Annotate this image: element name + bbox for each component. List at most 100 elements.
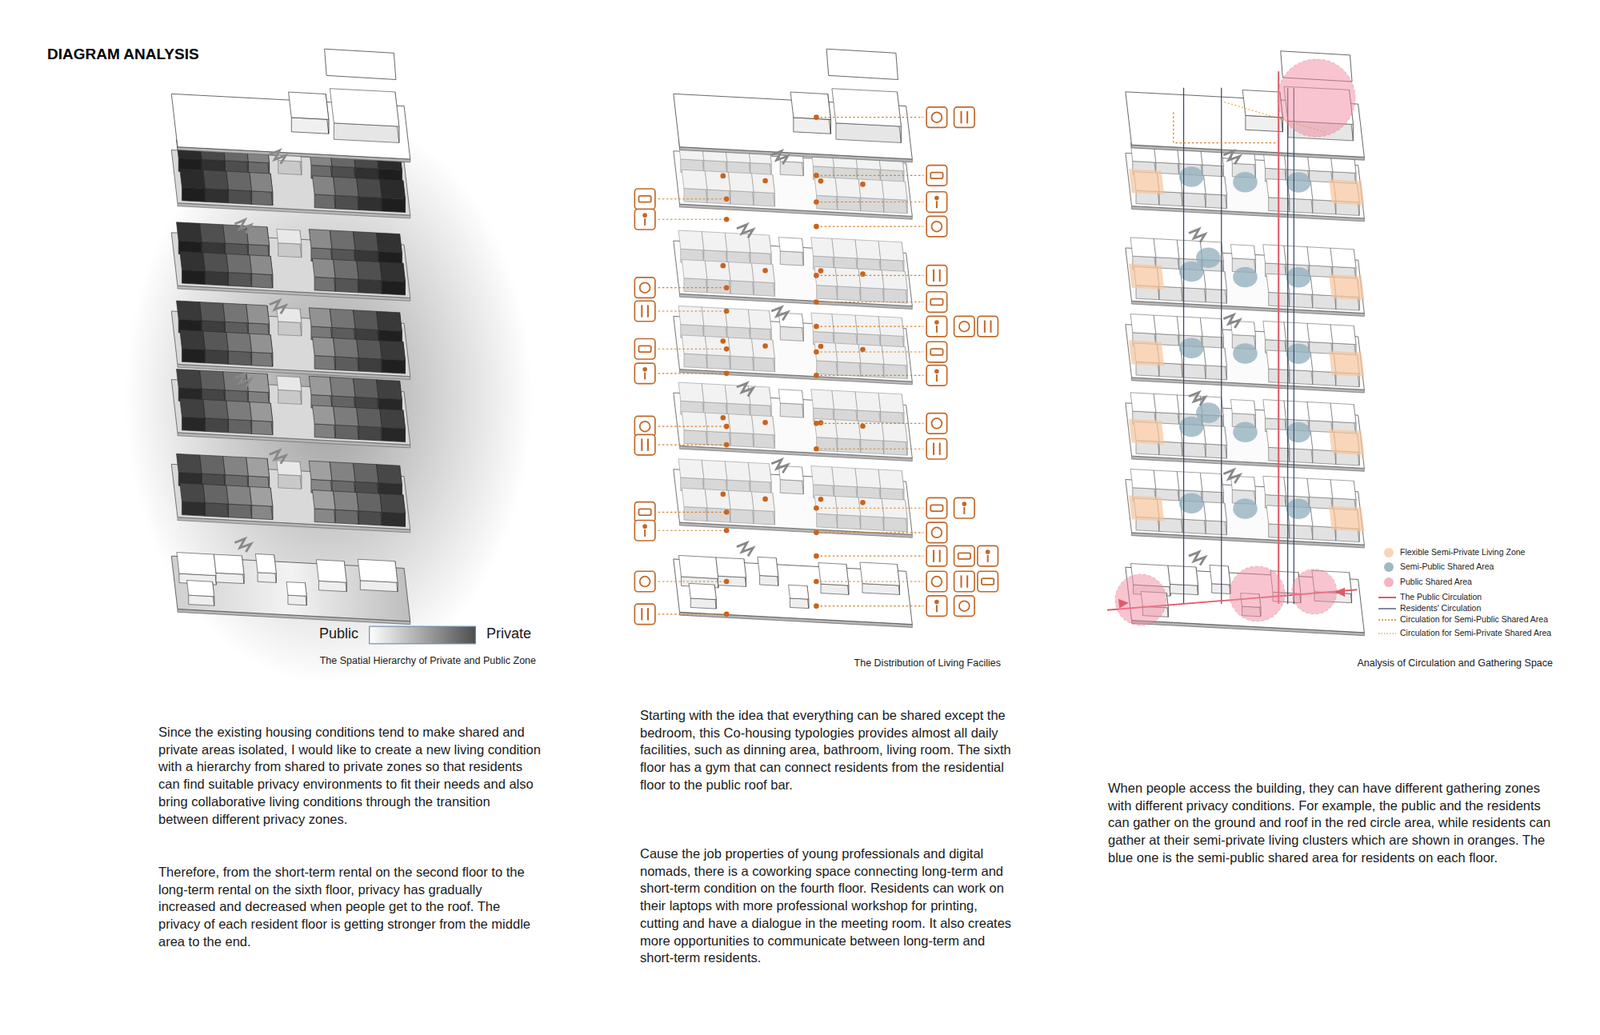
room-top [203,484,229,504]
leader-line [658,580,727,582]
drawing-part [926,438,948,460]
room-top [748,462,772,483]
drawing-part [939,443,941,456]
paragraph-text: When people access the building, they ca… [1108,780,1560,868]
leader-line [658,372,727,374]
semi-private-zone [1328,429,1364,456]
room-top [380,179,406,200]
figure-caption: Analysis of Circulation and Gathering Sp… [1356,657,1553,669]
room-top [276,308,302,324]
facility-dot [762,178,768,184]
room-wall [1289,369,1313,384]
facility-icon [634,604,656,625]
room-top [678,305,704,326]
room-wall [753,357,775,372]
room-top [1204,502,1228,523]
room-top [176,222,203,243]
drawing-part [930,299,943,306]
room-top [1153,238,1180,259]
room-top [752,173,776,194]
legend-line [1378,632,1396,634]
residents-circulation [1183,88,1184,604]
facility-dot [813,372,820,379]
room-top [226,171,252,192]
drawing-part [966,111,968,124]
facility-dot [860,347,866,353]
facility-dot [724,579,730,585]
room-top [832,467,858,488]
drawing-part [634,416,656,437]
room-top [811,237,835,258]
facility-dot [724,528,730,534]
room-wall [684,430,708,445]
room-top [678,555,718,579]
room-top [778,389,804,405]
room-wall [1182,519,1206,534]
room-top [1263,320,1287,341]
facility-dot [813,272,820,279]
room-wall [228,504,252,519]
room-wall [780,251,804,266]
room-wall [837,515,861,530]
drawing-part [926,571,948,592]
room-wall [381,197,405,212]
room-wall [358,196,382,212]
room-top [246,304,270,325]
room-top [1330,403,1356,424]
room-wall [381,280,405,296]
room-top [1230,399,1256,415]
room-top [678,382,704,403]
room-top [380,340,406,361]
drawing-part [936,325,938,333]
paragraph-text: Since the existing housing conditions te… [158,724,543,828]
drawing-part [638,345,651,352]
facility-icon [954,107,976,128]
leader-line [816,556,924,557]
leader-line [658,198,727,200]
legend-text: Public Shared Area [1400,576,1472,587]
room-top [701,460,728,480]
room-top [312,258,336,279]
room-wall [335,195,359,210]
room-wall [228,419,252,434]
drawing-part [932,112,943,123]
room-top [678,230,704,251]
facility-dot [860,423,866,429]
room-top [200,302,226,323]
room-wall [181,501,205,516]
stair [234,373,251,388]
room-top [1307,247,1333,268]
facility-dot [860,181,866,188]
semi-private-zone [1328,351,1364,377]
room-top [176,300,203,321]
room-wall [1289,524,1313,540]
room-wall [335,278,359,293]
room-top [329,462,356,483]
room-top [246,457,270,478]
facility-icon [977,545,999,567]
room-top [203,331,229,352]
room-wall [1182,364,1206,379]
room-top [688,583,716,600]
drawing-part [644,218,646,226]
room-wall [730,432,754,448]
entry-arrow [1118,599,1129,608]
stair [771,460,788,474]
room-top [832,88,901,127]
room-wall [760,576,779,587]
leader-line [816,532,924,533]
drawing-part [926,497,948,519]
room-top [316,560,347,583]
drawing-part [954,497,976,519]
room-wall [205,349,229,364]
room-top [881,498,908,519]
room-top [357,559,398,583]
facility-dot [724,196,730,202]
facility-dot [720,415,727,421]
room-top [180,168,206,189]
scale-label: Private [486,625,532,643]
room-top [308,376,332,396]
room-wall [1205,194,1227,209]
public-gathering-zone [1292,569,1337,615]
room-wall [1289,448,1313,464]
